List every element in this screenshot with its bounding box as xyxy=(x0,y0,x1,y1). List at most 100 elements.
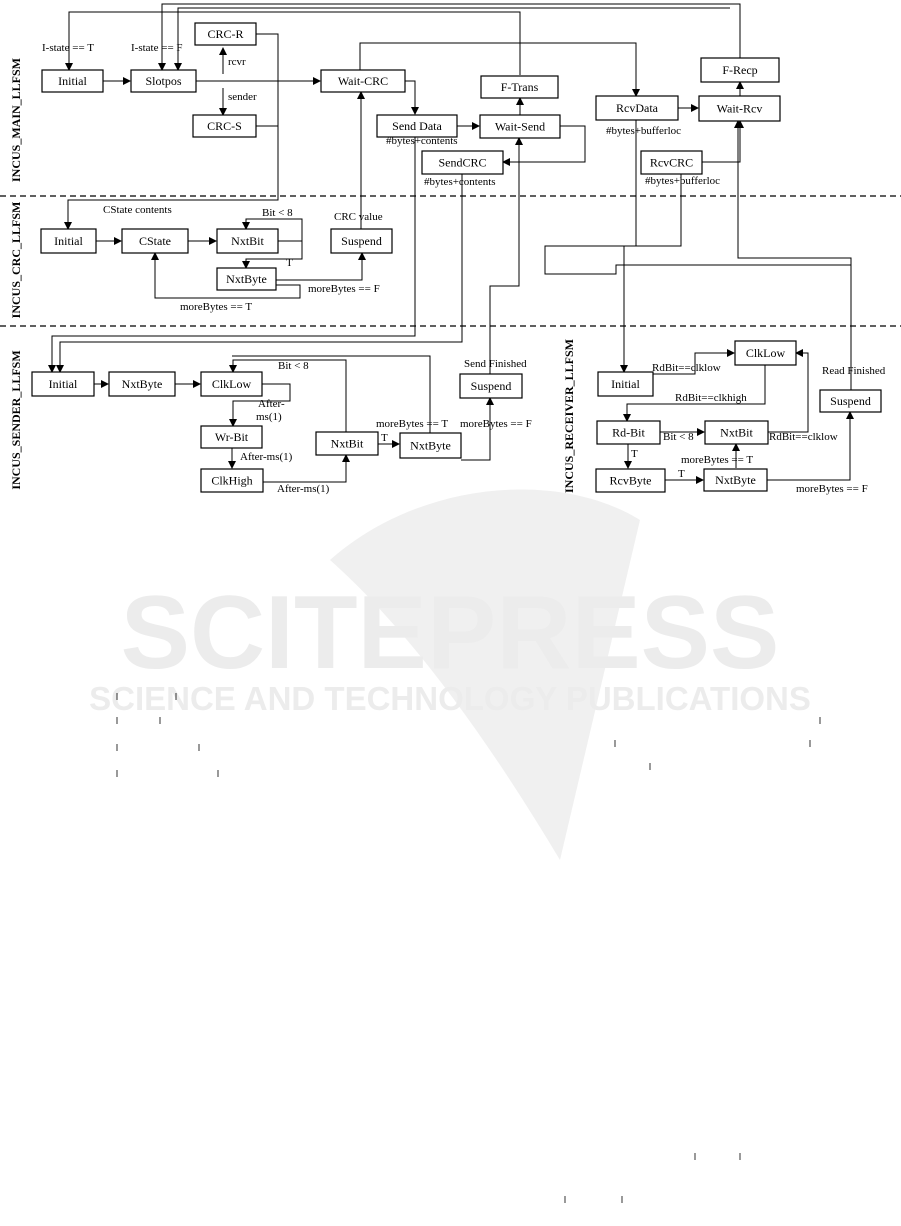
label-t-rcv-2: T xyxy=(678,468,685,480)
svg-text:Send Data: Send Data xyxy=(392,119,442,133)
svg-text:Rd-Bit: Rd-Bit xyxy=(612,426,645,440)
state-main-waitsend: Wait-Send xyxy=(479,114,561,139)
label-after-ms-2: After-ms(1) xyxy=(240,451,293,463)
state-snd-clkhigh: ClkHigh xyxy=(200,468,264,493)
edge-rcvcrc-rcvinitial xyxy=(630,174,682,247)
svg-text:Initial: Initial xyxy=(54,234,83,248)
edges xyxy=(48,3,854,484)
label-after-ms-1a: After- xyxy=(258,398,285,410)
state-rcv-rcvbyte: RcvByte xyxy=(595,468,666,493)
state-crc-nxtbyte: NxtByte xyxy=(216,267,277,291)
label-bytes-bufferloc-2: #bytes+bufferloc xyxy=(645,175,720,187)
edge-clklow-wrbit xyxy=(229,383,291,427)
svg-text:Wait-Rcv: Wait-Rcv xyxy=(717,102,763,116)
edge-rcvsuspend-waitrcv xyxy=(734,120,852,390)
state-snd-nxtbyte2: NxtByte xyxy=(399,432,462,459)
state-main-senddata: Send Data xyxy=(376,114,458,138)
state-crc-suspend: Suspend xyxy=(330,228,393,254)
label-sender: sender xyxy=(228,91,257,103)
svg-text:Wr-Bit: Wr-Bit xyxy=(215,430,249,444)
label-send-finished: Send Finished xyxy=(464,358,527,370)
label-rdbit-clkhigh: RdBit==clkhigh xyxy=(675,392,747,404)
edge-waitcrc-senddata xyxy=(405,80,419,115)
svg-text:Suspend: Suspend xyxy=(830,394,871,408)
state-main-waitrcv: Wait-Rcv xyxy=(698,95,781,122)
state-main-ftrans: F-Trans xyxy=(480,75,559,99)
section-label-crc: INCUS_CRC_LLFSM xyxy=(9,202,23,319)
svg-text:ClkHigh: ClkHigh xyxy=(211,474,252,488)
edge-clkhigh-nxtbit xyxy=(263,454,350,483)
state-main-sendcrc: SendCRC xyxy=(421,150,504,175)
label-cstate-contents: CState contents xyxy=(103,204,172,216)
svg-text:NxtByte: NxtByte xyxy=(226,272,267,286)
svg-text:NxtBit: NxtBit xyxy=(331,437,364,451)
watermark-swoosh xyxy=(330,489,640,860)
edge-rcvinitial-clklow xyxy=(653,349,735,375)
state-crc-nxtbit: NxtBit xyxy=(216,228,279,254)
svg-text:ClkLow: ClkLow xyxy=(212,377,252,391)
edge-nxtbyte-suspend xyxy=(276,252,366,281)
state-crc-initial: Initial xyxy=(40,228,97,254)
section-label-receiver: INCUS_RECEIVER_LLFSM xyxy=(562,339,576,493)
label-read-finished: Read Finished xyxy=(822,365,886,377)
label-morebytes-t-crc: moreBytes == T xyxy=(180,301,252,313)
transition-labels: I-state == T I-state == F rcvr sender #b… xyxy=(42,42,886,495)
svg-text:Wait-Send: Wait-Send xyxy=(495,120,545,134)
watermark: SCITEPRESS SCIENCE AND TECHNOLOGY PUBLIC… xyxy=(89,489,811,860)
edge-sendcrc-sndinitial xyxy=(56,174,463,373)
svg-text:F-Recp: F-Recp xyxy=(722,63,757,77)
label-morebytes-f-crc: moreBytes == F xyxy=(308,283,380,295)
label-t-snd: T xyxy=(381,432,388,444)
label-after-ms-3: After-ms(1) xyxy=(277,483,330,495)
edge-nxtbyte2-suspend xyxy=(461,397,494,461)
state-snd-initial: Initial xyxy=(31,371,95,397)
state-main-rcvcrc: RcvCRC xyxy=(640,150,703,175)
state-rcv-suspend: Suspend xyxy=(819,389,882,413)
edge-top-loop-3 xyxy=(174,7,730,71)
edge-nxtbit-clklow xyxy=(229,359,347,432)
edge-sndsuspend-waitsend xyxy=(489,137,523,374)
state-main-initial: Initial xyxy=(41,69,104,93)
label-istate-t: I-state == T xyxy=(42,42,94,54)
state-snd-suspend: Suspend xyxy=(459,373,523,399)
residual-marks xyxy=(116,693,821,1203)
state-rcv-initial: Initial xyxy=(597,371,654,397)
state-crc-cstate: CState xyxy=(121,228,189,254)
label-rdbit-clklow-2: RdBit==clklow xyxy=(769,431,838,443)
svg-text:Initial: Initial xyxy=(58,74,87,88)
edge-nxtbyte-cstate xyxy=(151,252,301,299)
state-rcv-clklow: ClkLow xyxy=(734,340,797,366)
edge-top-loop-2 xyxy=(158,3,741,71)
section-label-sender: INCUS_SENDER_LLFSM xyxy=(9,350,23,489)
label-crc-value: CRC value xyxy=(334,211,383,223)
label-morebytes-f-rcv: moreBytes == F xyxy=(796,483,868,495)
label-istate-f: I-state == F xyxy=(131,42,183,54)
edge-waitsend-sendcrc xyxy=(502,125,586,166)
edge-nxtbit-nxtbyte xyxy=(242,241,303,269)
label-after-ms-1b: ms(1) xyxy=(256,411,282,423)
svg-text:RcvData: RcvData xyxy=(616,101,659,115)
watermark-main: SCITEPRESS xyxy=(121,575,780,691)
state-snd-clklow: ClkLow xyxy=(200,371,263,397)
label-rdbit-clklow-1: RdBit==clklow xyxy=(652,362,721,374)
section-label-main: INCUS_MAIN_LLFSM xyxy=(9,58,23,182)
svg-text:NxtByte: NxtByte xyxy=(122,377,163,391)
svg-text:F-Trans: F-Trans xyxy=(501,80,539,94)
state-main-rcvdata: RcvData xyxy=(595,95,679,121)
state-snd-nxtbit: NxtBit xyxy=(315,431,379,456)
edge-senddata-sndinitial xyxy=(48,137,416,373)
state-rcv-nxtbit: NxtBit xyxy=(704,420,769,445)
edge-nxtbyte2-clklow xyxy=(232,355,431,433)
state-rcv-rdbit: Rd-Bit xyxy=(596,420,661,445)
edge-crcr-right xyxy=(256,33,279,196)
svg-text:Initial: Initial xyxy=(611,377,640,391)
edge-nxtbit-loop xyxy=(242,218,303,242)
svg-text:Suspend: Suspend xyxy=(471,379,512,393)
state-main-slotpos: Slotpos xyxy=(130,69,197,93)
svg-text:NxtBit: NxtBit xyxy=(720,426,753,440)
state-snd-nxtbyte: NxtByte xyxy=(108,371,176,397)
svg-text:Initial: Initial xyxy=(49,377,78,391)
label-morebytes-f-snd: moreBytes == F xyxy=(460,418,532,430)
edge-rcvsuspend-loop xyxy=(544,245,852,275)
